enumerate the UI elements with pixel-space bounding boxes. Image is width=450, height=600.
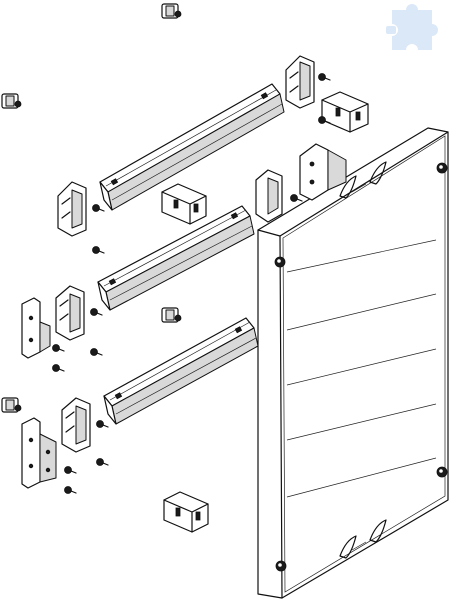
rail-bracket	[285, 55, 315, 109]
plug-puzzle-icon	[386, 4, 438, 50]
screw	[318, 116, 331, 124]
screw	[90, 308, 103, 316]
rail-bracket	[61, 397, 91, 453]
panel-screw	[274, 256, 286, 268]
screw	[64, 466, 77, 474]
screw	[92, 246, 105, 254]
screw	[90, 348, 103, 356]
rail-bracket	[55, 285, 85, 341]
screw	[96, 458, 109, 466]
screw	[52, 344, 65, 352]
angle-plate	[21, 297, 51, 359]
screw	[52, 364, 65, 372]
rail-bracket	[57, 181, 87, 237]
mounting-rail	[99, 83, 285, 211]
cage-nut	[1, 397, 22, 413]
screw	[290, 194, 303, 202]
angle-plate	[299, 143, 347, 201]
terminal-block	[321, 91, 369, 133]
screw	[92, 204, 105, 212]
terminal-block	[163, 491, 209, 533]
screw	[64, 486, 77, 494]
panel-screw	[436, 466, 448, 478]
cage-nut	[161, 3, 182, 19]
terminal-block	[161, 183, 207, 225]
cover-panel	[257, 127, 449, 599]
angle-plate	[21, 417, 57, 489]
mounting-rail	[97, 205, 255, 311]
cage-nut	[1, 93, 22, 109]
rail-bracket	[255, 169, 283, 223]
screw	[318, 73, 331, 81]
mounting-rail	[103, 317, 259, 425]
panel-screw	[275, 560, 287, 572]
screw	[96, 420, 109, 428]
cage-nut	[161, 307, 182, 323]
panel-screw	[436, 162, 448, 174]
